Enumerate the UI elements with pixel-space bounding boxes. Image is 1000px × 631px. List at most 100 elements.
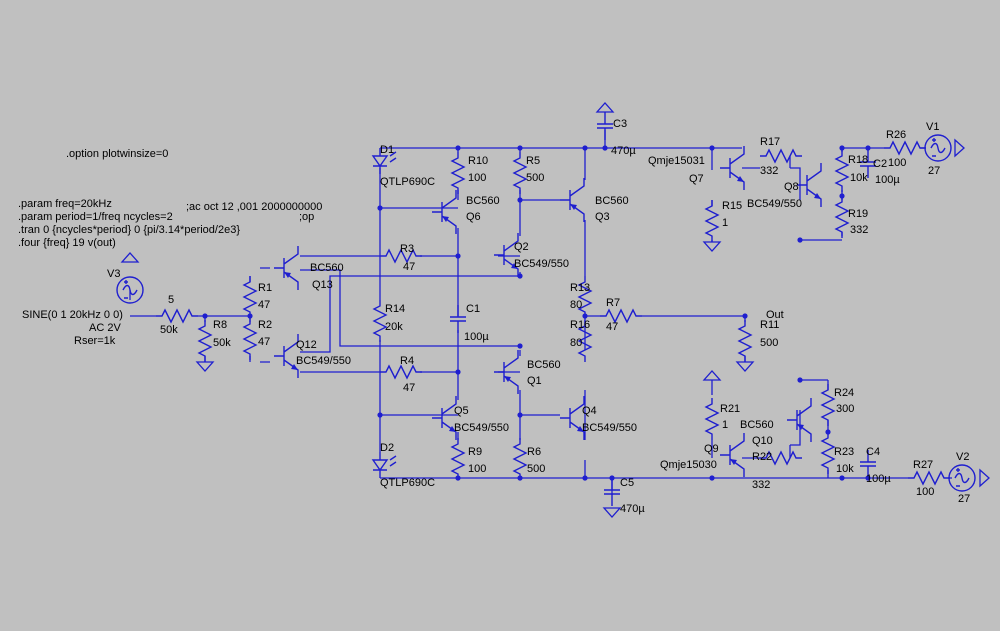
- value-r22: 332: [752, 479, 770, 491]
- label-q10: Q10: [752, 435, 773, 447]
- value-r13: 80: [570, 299, 582, 311]
- value-q8: BC549/550: [747, 198, 802, 210]
- net-label-out: Out: [766, 309, 784, 321]
- directive-four: .four {freq} 19 v(out): [18, 237, 116, 249]
- label-q12: Q12: [296, 339, 317, 351]
- directive-op: ;op: [299, 211, 314, 223]
- label-v2: V2: [956, 451, 969, 463]
- label-r17: R17: [760, 136, 780, 148]
- value-r17: 332: [760, 165, 778, 177]
- value-q3: BC560: [595, 195, 629, 207]
- label-r8: R8: [213, 319, 227, 331]
- value-d2: QTLP690C: [380, 477, 435, 489]
- value-r26: 100: [888, 157, 906, 169]
- value-r21: 1: [722, 419, 728, 431]
- value-v2: 27: [958, 493, 970, 505]
- value-r4: 47: [403, 382, 415, 394]
- label-r3: R3: [400, 243, 414, 255]
- label-q3: Q3: [595, 211, 610, 223]
- label-r9: R9: [468, 446, 482, 458]
- value-q5: BC549/550: [454, 422, 509, 434]
- label-c5: C5: [620, 477, 634, 489]
- label-r7: R7: [606, 297, 620, 309]
- value-q1: BC560: [527, 359, 561, 371]
- value-d1: QTLP690C: [380, 176, 435, 188]
- value-r6: 500: [527, 463, 545, 475]
- label-r2: R2: [258, 319, 272, 331]
- value-r14: 20k: [385, 321, 403, 333]
- directive-freq: .param freq=20kHz: [18, 198, 112, 210]
- label-q1: Q1: [527, 375, 542, 387]
- label-r1: R1: [258, 282, 272, 294]
- label-r10: R10: [468, 155, 488, 167]
- value-r19: 332: [850, 224, 868, 236]
- label-r14: R14: [385, 303, 405, 315]
- label-q7: Q7: [689, 173, 704, 185]
- label-v3: V3: [107, 268, 120, 280]
- component-labels: V3 5 50k R8 50k R1 47 R2 47 BC560 Q13 Q1…: [107, 118, 970, 515]
- value-q13: BC560: [310, 262, 344, 274]
- value-c2: 100µ: [875, 174, 900, 186]
- label-r18: R18: [848, 154, 868, 166]
- label-q4: Q4: [582, 405, 597, 417]
- label-r19: R19: [848, 208, 868, 220]
- resistors: [155, 141, 951, 485]
- value-q4: BC549/550: [582, 422, 637, 434]
- label-r4: R4: [400, 355, 414, 367]
- source-spec: SINE(0 1 20kHz 0 0) AC 2V Rser=1k: [22, 309, 123, 347]
- value-q9: Qmje15030: [660, 459, 717, 471]
- directive-tran: .tran 0 {ncycles*period} 0 {pi/3.14*peri…: [18, 224, 240, 236]
- value-r24: 300: [836, 403, 854, 415]
- label-r24: R24: [834, 387, 854, 399]
- label-q8: Q8: [784, 181, 799, 193]
- label-q9: Q9: [704, 443, 719, 455]
- label-q2: Q2: [514, 241, 529, 253]
- label-r26: R26: [886, 129, 906, 141]
- value-r2: 47: [258, 336, 270, 348]
- value-r15: 1: [722, 217, 728, 229]
- directive-period: .param period=1/freq ncycles=2: [18, 211, 173, 223]
- label-r27: R27: [913, 459, 933, 471]
- source-sine: SINE(0 1 20kHz 0 0): [22, 309, 123, 321]
- value-q6: BC560: [466, 195, 500, 207]
- directive-plotwinsize: .option plotwinsize=0: [66, 148, 168, 160]
- value-c3: 470µ: [611, 145, 636, 157]
- label-r16: R16: [570, 319, 590, 331]
- wires: [129, 130, 952, 495]
- label-r23: R23: [834, 446, 854, 458]
- source-rser: Rser=1k: [74, 335, 116, 347]
- value-r27: 100: [916, 486, 934, 498]
- value-c5: 470µ: [620, 503, 645, 515]
- label-v1: V1: [926, 121, 939, 133]
- value-c1: 100µ: [464, 331, 489, 343]
- source-ac: AC 2V: [89, 322, 121, 334]
- value-rin: 50k: [160, 324, 178, 336]
- value-r3: 47: [403, 261, 415, 273]
- value-q7: Qmje15031: [648, 155, 705, 167]
- label-c2: C2: [873, 158, 887, 170]
- junctions: [202, 145, 871, 481]
- value-q2: BC549/550: [514, 258, 569, 270]
- value-v1: 27: [928, 165, 940, 177]
- label-c3: C3: [613, 118, 627, 130]
- value-c4: 100µ: [866, 473, 891, 485]
- value-r7: 47: [606, 321, 618, 333]
- label-rin: 5: [168, 294, 174, 306]
- label-r13: R13: [570, 282, 590, 294]
- value-r23: 10k: [836, 463, 854, 475]
- value-r10: 100: [468, 172, 486, 184]
- value-r8: 50k: [213, 337, 231, 349]
- label-r11: R11: [760, 319, 779, 331]
- value-r16: 80: [570, 337, 582, 349]
- directives: .option plotwinsize=0 .param freq=20kHz …: [18, 148, 322, 249]
- directive-ac: ;ac oct 12 ,001 2000000000: [186, 201, 322, 213]
- label-r21: R21: [720, 403, 740, 415]
- label-r6: R6: [527, 446, 541, 458]
- label-r15: R15: [722, 200, 742, 212]
- label-d2: D2: [380, 442, 394, 454]
- transistors: [273, 145, 822, 478]
- value-q12: BC549/550: [296, 355, 351, 367]
- label-r5: R5: [526, 155, 540, 167]
